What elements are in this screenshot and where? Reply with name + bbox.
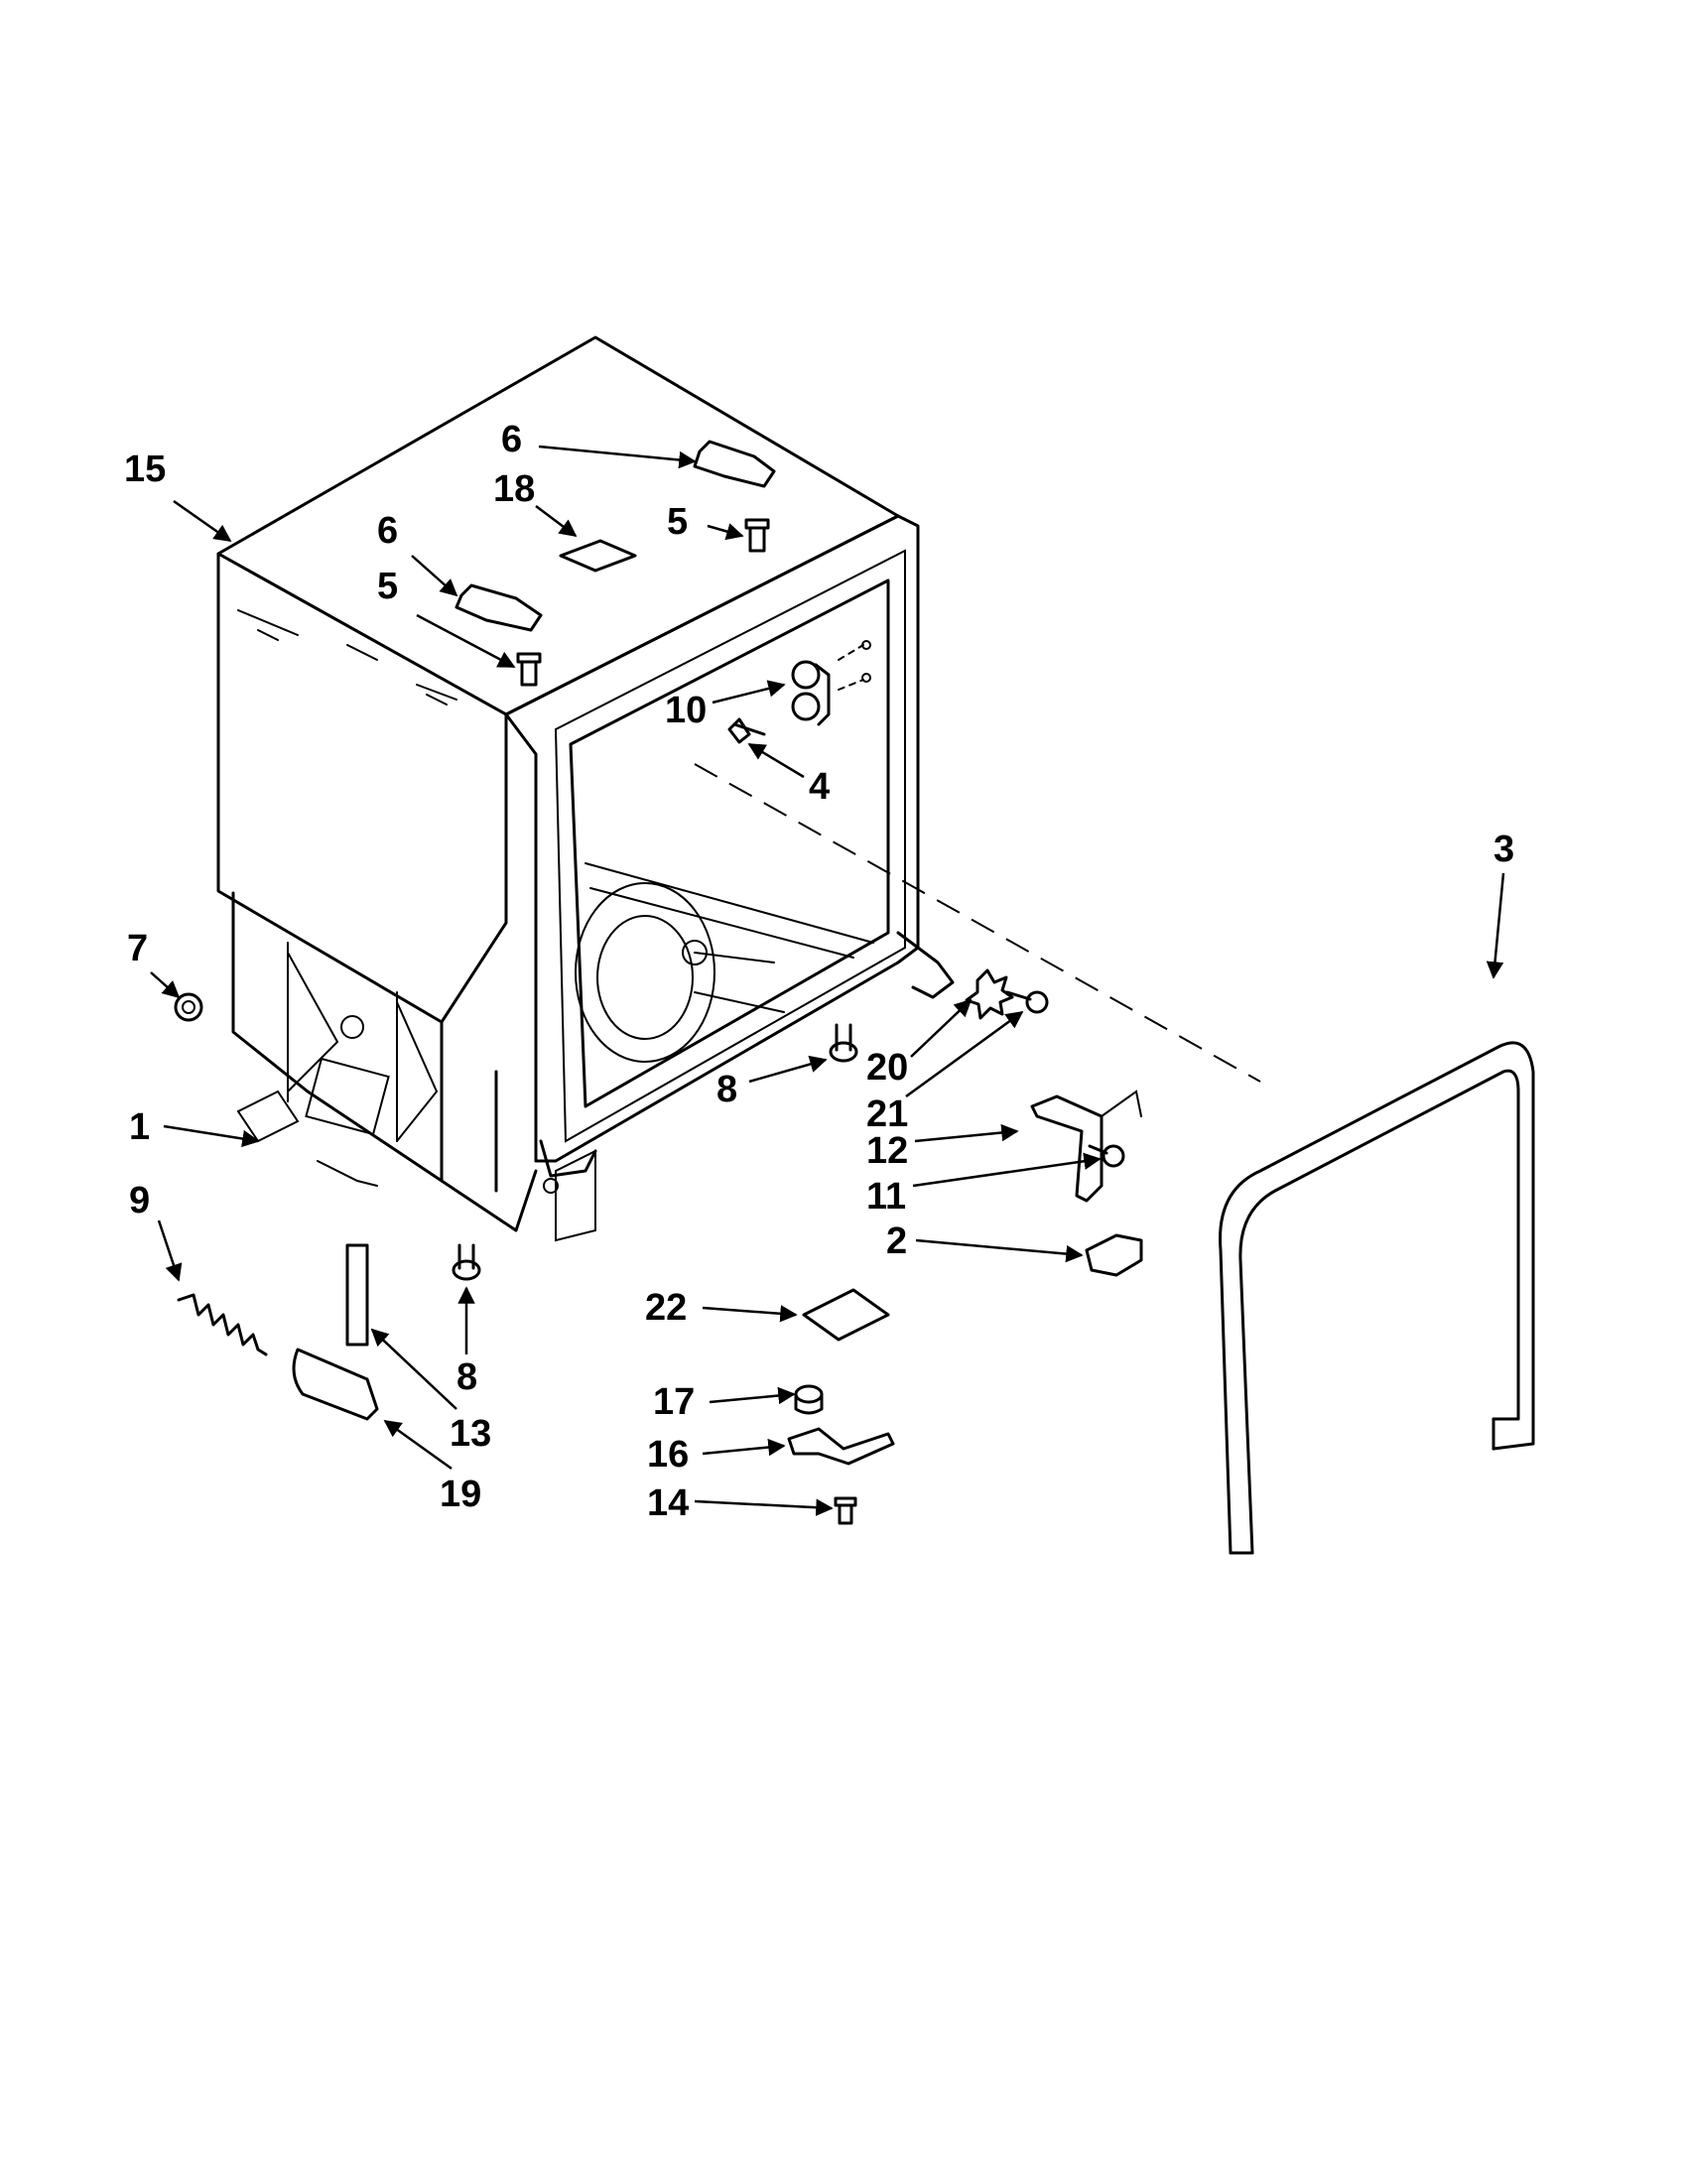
screw-lower	[516, 652, 542, 687]
plate	[802, 1288, 890, 1342]
roller-assembly	[791, 640, 871, 726]
callout-6-lower: 6	[377, 510, 398, 552]
callout-8-center: 8	[716, 1069, 737, 1110]
callout-8-lower: 8	[456, 1356, 477, 1398]
callout-14: 14	[647, 1482, 689, 1524]
callout-3: 3	[1493, 829, 1514, 870]
door-seal	[1219, 1041, 1535, 1555]
callout-17: 17	[653, 1381, 695, 1423]
callout-1: 1	[129, 1106, 150, 1148]
callout-5-upper: 5	[667, 501, 688, 543]
callout-12: 12	[866, 1130, 908, 1172]
callout-5-lower: 5	[377, 566, 398, 607]
callout-2: 2	[886, 1220, 907, 1262]
star-nut	[965, 968, 1014, 1020]
callout-18: 18	[493, 468, 535, 510]
callout-16: 16	[647, 1434, 689, 1476]
insulation-strip	[345, 1243, 369, 1347]
callout-15: 15	[124, 449, 166, 490]
hinge-bracket-upper	[693, 440, 776, 488]
leveling-leg-center	[829, 1023, 858, 1063]
nut	[174, 992, 203, 1022]
callout-13: 13	[450, 1413, 491, 1455]
callout-6-upper: 6	[501, 419, 522, 460]
callout-9: 9	[129, 1180, 150, 1221]
hinge-bracket-lower	[454, 583, 543, 632]
screw-21	[1005, 990, 1049, 1014]
clip	[559, 539, 637, 573]
callout-22: 22	[645, 1287, 687, 1329]
callout-11: 11	[866, 1176, 906, 1218]
callout-7: 7	[127, 928, 148, 969]
screw-upper	[744, 518, 770, 553]
bracket	[1030, 1094, 1104, 1203]
callout-4: 4	[809, 766, 830, 808]
latch-clip	[1085, 1233, 1143, 1277]
assembly-line	[694, 763, 1261, 1083]
spring	[177, 1293, 268, 1356]
screw-14	[834, 1496, 857, 1525]
callout-19: 19	[440, 1474, 481, 1515]
leveling-leg-lower	[452, 1243, 481, 1281]
cover	[292, 1348, 379, 1421]
callout-20: 20	[866, 1047, 908, 1089]
mounting-bracket	[787, 1427, 895, 1466]
tub-assembly	[216, 335, 955, 1242]
screw-4	[727, 717, 766, 744]
callout-21: 21	[866, 1093, 908, 1135]
screw-11	[1088, 1144, 1125, 1168]
sensor	[794, 1384, 824, 1415]
callout-10: 10	[665, 690, 707, 731]
